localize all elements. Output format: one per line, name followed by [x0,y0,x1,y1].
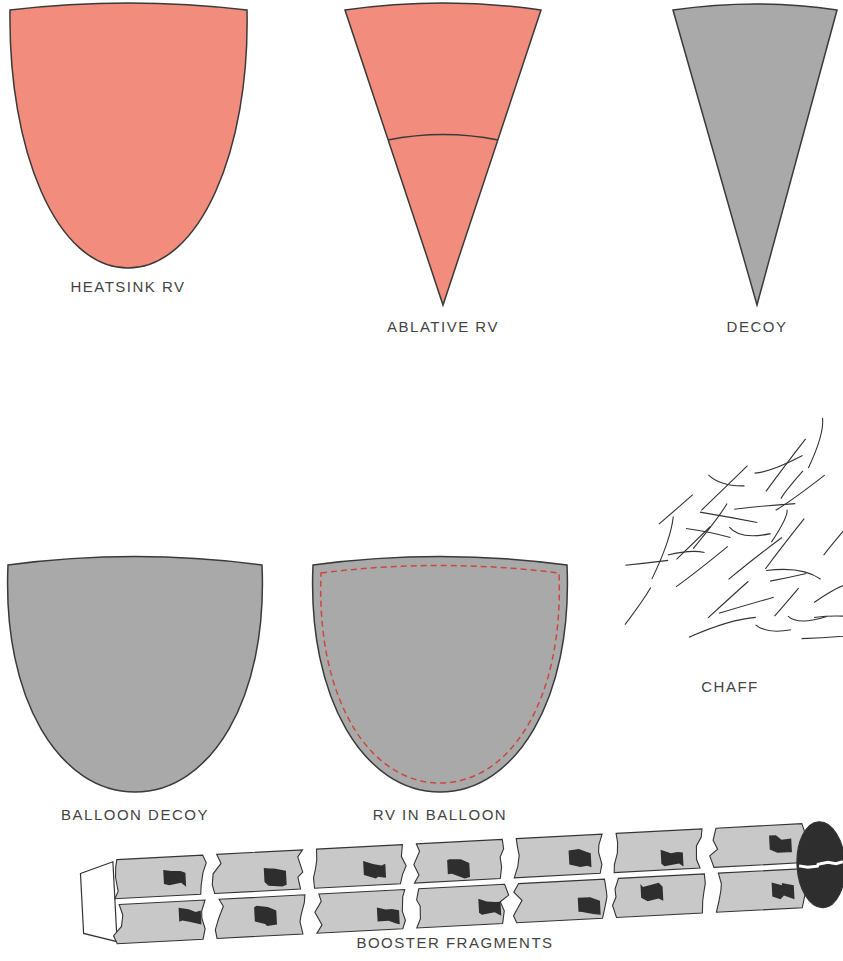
booster-dark-patch [447,858,470,879]
part-label: DECOY [727,318,788,336]
booster-fragment [611,874,707,918]
chaff-strand [766,439,806,492]
booster-fragment [512,834,604,878]
booster-dark-patch [640,883,663,902]
booster-fragment [312,844,407,888]
chaff-strand [775,588,799,616]
booster-dark-patch [478,898,501,917]
chaff-strand [802,633,843,638]
part-label: HEATSINK RV [70,278,185,296]
booster-fragments [80,821,843,947]
booster-end [795,821,843,909]
booster-dark-patch [661,849,684,868]
chaff-strand [771,510,787,543]
chaff-strand [734,504,795,510]
part-label: BALLOON DECOY [61,806,209,824]
booster-dark-patch [769,834,792,853]
booster-fragment [714,869,808,913]
booster-crack [799,862,843,868]
chaff-strand [708,475,744,486]
chaff-strand [814,616,843,625]
booster-fragment [412,839,505,883]
booster-dark-patch [254,905,277,927]
booster-dark-patch [163,869,186,888]
chaff-strand [766,569,821,579]
booster-dark-patch [569,848,592,868]
booster-fragment [415,884,510,928]
booster-fragment [112,900,207,944]
chaff-strand [652,516,673,579]
chaff-strand [719,597,774,613]
chaff-strand [814,584,843,602]
chaff-strand [701,466,747,511]
chaff-strand [668,551,705,555]
rv-inner-outline [321,566,560,784]
chaff-strand [776,475,825,510]
booster-fragment [612,829,704,873]
chaff-strand [676,546,728,587]
part-label: CHAFF [701,678,759,696]
chaff-strand [756,625,791,631]
booster-fragment [113,855,208,899]
chaff-strand [770,574,806,582]
chaff-strand [765,519,804,569]
part-label: RV IN BALLOON [373,806,507,824]
ablative-rv-divider [388,135,498,141]
booster-fragment [214,895,307,939]
chaff-strand [676,526,710,559]
heatsink-rv-shape [10,3,247,268]
chaff-strand [729,537,782,579]
chaff-strand [808,418,822,468]
chaff-strand [824,510,843,555]
booster-fragment [314,890,407,934]
booster-dark-patch [264,867,287,888]
chaff-strand [700,512,757,522]
chaff-strand [625,588,651,625]
booster-dark-patch [363,860,386,879]
booster-dark-patch [578,897,601,916]
part-label: BOOSTER FRAGMENTS [356,934,553,952]
booster-dark-patch [377,906,400,925]
chaff-strand [708,581,748,618]
chaff-strand [625,560,668,565]
decoy-shape [673,4,837,305]
balloon-decoy-shape [8,557,263,793]
booster-fragment [708,824,807,868]
chaff-strand [689,617,756,637]
chaff-strand [659,495,693,525]
chaff-strand [755,456,803,474]
chaff-strand [729,527,770,536]
booster-fragment [512,879,608,923]
booster-dark-patch [179,907,202,926]
ablative-rv-shape [345,3,541,305]
rv-in-balloon-shape [313,557,568,793]
chaff-strands [625,418,843,639]
booster-open-end [80,862,117,944]
chaff-strand [693,503,727,548]
booster-dark-patch [772,881,795,900]
part-label: ABLATIVE RV [387,318,499,336]
booster-fragment [211,850,305,894]
